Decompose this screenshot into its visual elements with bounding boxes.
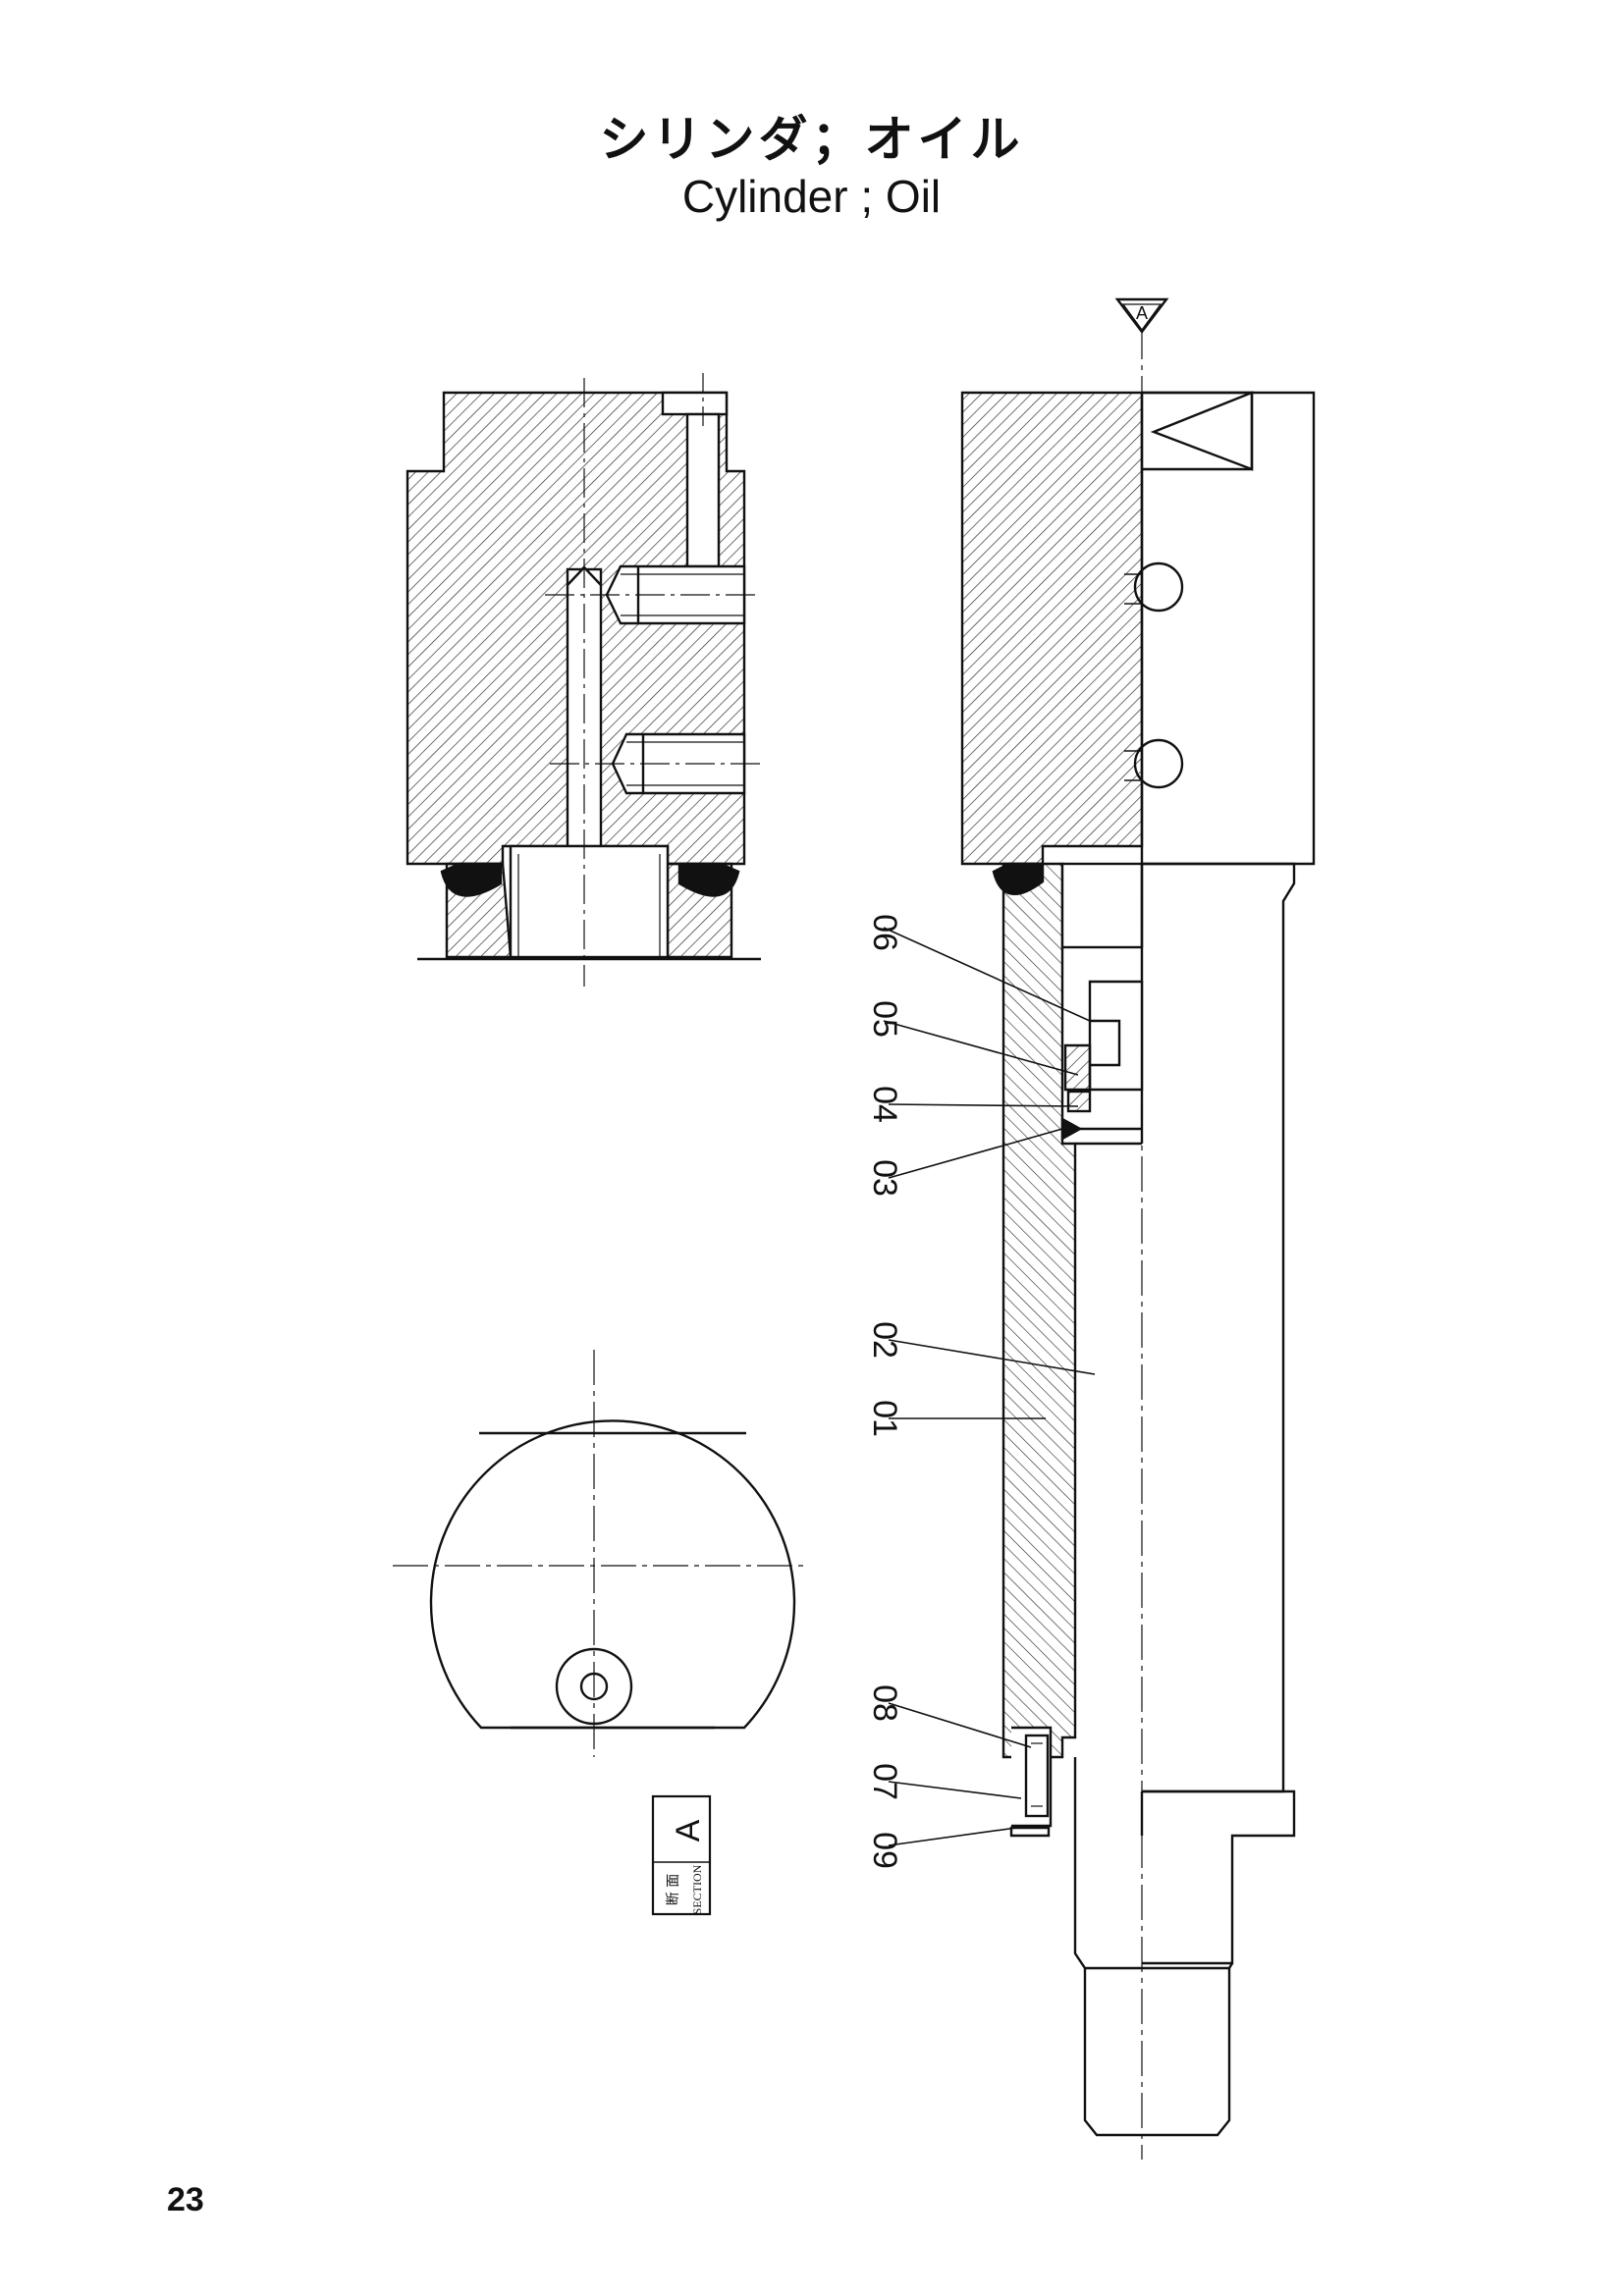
section-kanji: 断 面	[666, 1874, 681, 1905]
callout-03: 03	[866, 1159, 903, 1197]
callout-09: 09	[866, 1832, 903, 1869]
title-japanese: シリンダ；オイル	[599, 111, 1024, 168]
callout-05: 05	[866, 1000, 903, 1038]
section-a-view	[393, 1350, 805, 1757]
callout-02: 02	[866, 1321, 903, 1359]
callout-06-text: 06	[866, 914, 903, 951]
callout-05-text: 05	[866, 1000, 903, 1038]
callout-06: 06	[866, 914, 903, 951]
callout-leaders	[883, 927, 1096, 1846]
view-arrow-letter: A	[1136, 303, 1148, 323]
callout-07-text: 07	[866, 1763, 903, 1800]
cylinder-elevation	[960, 324, 1316, 2160]
callout-07: 07	[866, 1763, 903, 1800]
view-arrow-marker: A	[1114, 297, 1169, 334]
callout-02-text: 02	[866, 1321, 903, 1359]
page-number: 23	[167, 2181, 204, 2218]
callout-04: 04	[866, 1086, 903, 1123]
head-cross-section	[406, 373, 761, 987]
callout-03-text: 03	[866, 1159, 903, 1197]
callout-04-text: 04	[866, 1086, 903, 1123]
section-english: SECTION	[690, 1864, 704, 1914]
section-label-box: A 断 面 SECTION	[651, 1794, 712, 1916]
callout-01: 01	[866, 1400, 903, 1437]
callout-08-text: 08	[866, 1684, 903, 1722]
title-english: Cylinder ; Oil	[681, 171, 942, 222]
callout-01-text: 01	[866, 1400, 903, 1437]
callout-09-text: 09	[866, 1832, 903, 1869]
section-letter: A	[670, 1819, 707, 1842]
title-block: シリンダ；オイル Cylinder ; Oil	[0, 110, 1623, 224]
callout-08: 08	[866, 1684, 903, 1722]
